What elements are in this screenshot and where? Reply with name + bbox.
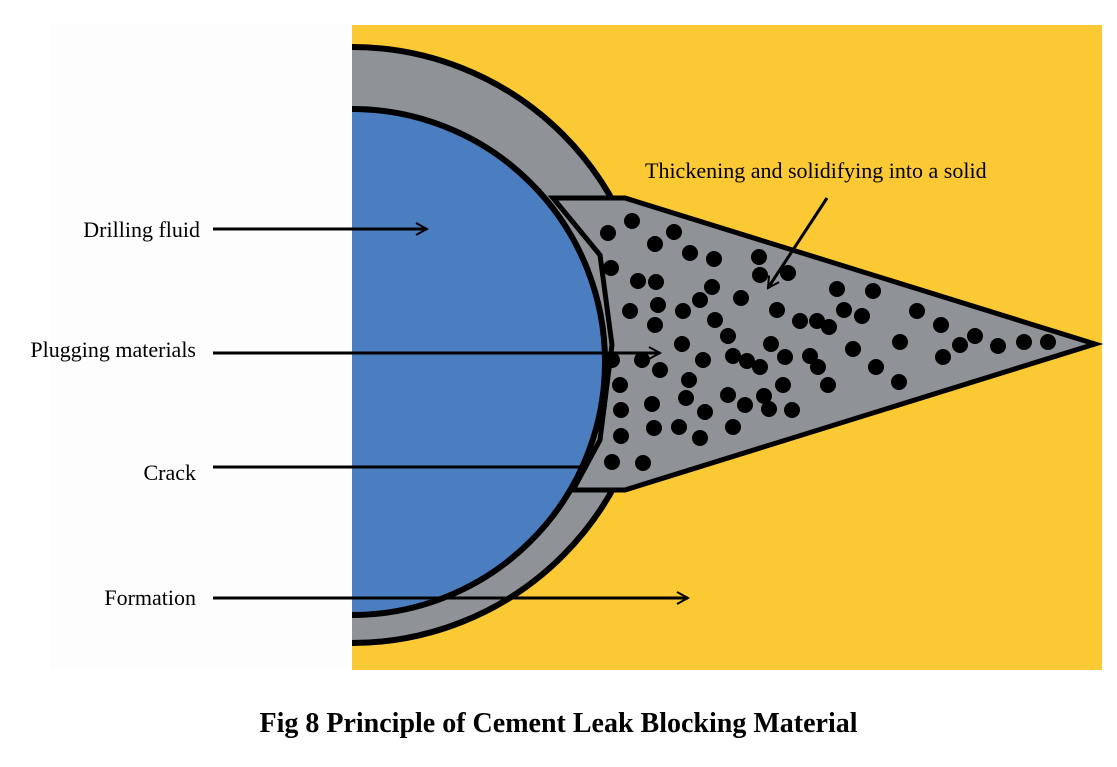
plugging-particle <box>854 308 870 324</box>
plugging-particle <box>990 338 1006 354</box>
plugging-particle <box>624 213 640 229</box>
plugging-particle <box>634 352 650 368</box>
plugging-materials-label: Plugging materials <box>30 337 196 362</box>
plugging-particle <box>733 290 749 306</box>
plugging-particle <box>737 397 753 413</box>
plugging-particle <box>756 388 772 404</box>
left-background <box>50 25 352 670</box>
plugging-particle <box>647 236 663 252</box>
plugging-particle <box>836 302 852 318</box>
plugging-particle <box>692 292 708 308</box>
plugging-particle <box>891 374 907 390</box>
formation-label: Formation <box>104 585 196 610</box>
plugging-particle <box>769 302 785 318</box>
solidifying-label: Thickening and solidifying into a solid <box>645 158 987 183</box>
plugging-particle <box>650 297 666 313</box>
plugging-particle <box>675 303 691 319</box>
plugging-particles <box>600 213 1056 471</box>
plugging-particle <box>933 317 949 333</box>
plugging-particle <box>777 349 793 365</box>
plugging-particle <box>935 349 951 365</box>
plugging-particle <box>603 260 619 276</box>
plugging-particle <box>692 430 708 446</box>
plugging-particle <box>775 377 791 393</box>
plugging-particle <box>600 225 616 241</box>
solidifying-arrow <box>766 197 829 288</box>
plugging-particle <box>695 352 711 368</box>
plugging-particle <box>697 404 713 420</box>
plugging-particle <box>622 303 638 319</box>
plugging-particle <box>751 249 767 265</box>
plugging-particle <box>820 377 836 393</box>
plugging-particle <box>704 279 720 295</box>
plugging-particle <box>1016 334 1032 350</box>
plugging-particle <box>845 341 861 357</box>
plugging-particle <box>604 352 620 368</box>
plugging-particle <box>761 401 777 417</box>
plugging-particle <box>674 336 690 352</box>
plugging-particle <box>792 313 808 329</box>
plugging-particle <box>646 420 662 436</box>
plugging-particle <box>909 303 925 319</box>
plugging-particle <box>671 419 687 435</box>
crack-label: Crack <box>143 460 196 485</box>
plugging-particle <box>967 328 983 344</box>
plugging-particle <box>613 428 629 444</box>
plugging-particle <box>763 336 779 352</box>
plugging-particle <box>752 359 768 375</box>
plugging-particle <box>780 265 796 281</box>
plugging-particle <box>868 359 884 375</box>
plugging-particle <box>648 274 664 290</box>
plugging-particle <box>613 402 629 418</box>
plugging-particle <box>707 312 723 328</box>
figure-caption: Fig 8 Principle of Cement Leak Blocking … <box>259 708 858 739</box>
plugging-particle <box>725 348 741 364</box>
crack-wedge <box>547 195 1104 493</box>
plugging-particle <box>630 273 646 289</box>
plugging-particle <box>752 267 768 283</box>
plugging-particle <box>706 251 722 267</box>
plugging-particle <box>682 245 698 261</box>
plugging-particle <box>809 313 825 329</box>
plugging-particle <box>720 328 736 344</box>
plugging-particle <box>644 396 660 412</box>
plugging-particle <box>652 362 668 378</box>
drilling-fluid-label: Drilling fluid <box>83 217 200 242</box>
plugging-particle <box>802 348 818 364</box>
plugging-particle <box>739 353 755 369</box>
plugging-particle <box>1040 334 1056 350</box>
plugging-particle <box>635 455 651 471</box>
plugging-particle <box>725 419 741 435</box>
plugging-particle <box>681 372 697 388</box>
plugging-particle <box>892 334 908 350</box>
plugging-particle <box>865 283 881 299</box>
plugging-particle <box>952 337 968 353</box>
plugging-particle <box>720 387 736 403</box>
plugging-particle <box>821 319 837 335</box>
plugging-particle <box>647 317 663 333</box>
plugging-particle <box>612 377 628 393</box>
plugging-particle <box>810 359 826 375</box>
plugging-particle <box>829 281 845 297</box>
plugging-particle <box>784 402 800 418</box>
plugging-particle <box>666 224 682 240</box>
plugging-particle <box>678 390 694 406</box>
plugging-particle <box>604 454 620 470</box>
